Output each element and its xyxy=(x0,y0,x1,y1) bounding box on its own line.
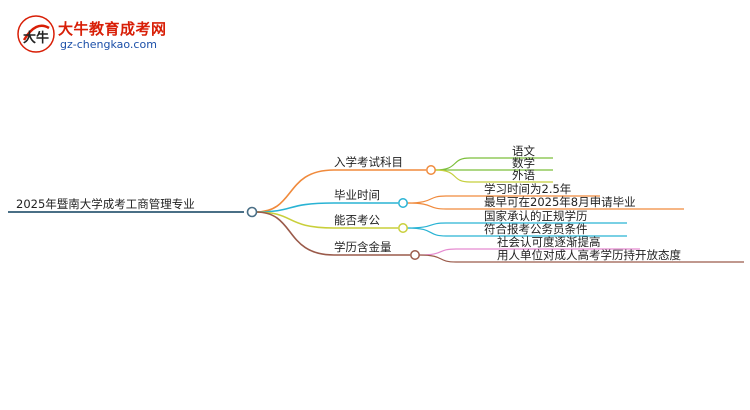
logo-name: 大牛教育成考网 xyxy=(58,20,167,38)
branch-label: 能否考公 xyxy=(334,213,380,227)
child-connector xyxy=(418,254,457,263)
branch-label: 毕业时间 xyxy=(334,188,380,202)
logo-mark-icon: 大牛 xyxy=(17,15,55,53)
root-label: 2025年暨南大学成考工商管理专业 xyxy=(16,197,195,211)
child-label: 社会认可度逐渐提高 xyxy=(497,235,601,249)
child-label: 用人单位对成人高考学历持开放态度 xyxy=(497,248,681,262)
branch-node xyxy=(426,165,436,175)
branch-connector xyxy=(255,169,335,213)
branch-connector xyxy=(255,202,335,213)
child-connector xyxy=(406,222,447,229)
child-connector xyxy=(434,157,471,171)
branch-node xyxy=(398,223,408,233)
site-logo[interactable]: 大牛 大牛教育成考网 gz-chengkao.com xyxy=(16,14,206,54)
child-connector xyxy=(406,202,447,210)
child-label: 外语 xyxy=(512,168,535,182)
child-label: 符合报考公务员条件 xyxy=(484,222,588,236)
child-label: 学习时间为2.5年 xyxy=(484,182,572,196)
root-node xyxy=(246,206,258,218)
child-connector xyxy=(434,169,471,183)
branch-label: 入学考试科目 xyxy=(334,155,403,169)
branch-label: 学历含金量 xyxy=(334,240,392,254)
child-label: 数学 xyxy=(512,156,535,170)
child-label: 最早可在2025年8月申请毕业 xyxy=(484,195,636,209)
branch-connector xyxy=(255,211,335,256)
child-label: 国家承认的正规学历 xyxy=(484,209,588,223)
branch-node xyxy=(410,250,420,260)
child-connector xyxy=(406,227,447,237)
child-connector xyxy=(406,195,447,204)
logo-mark-text: 大牛 xyxy=(23,30,49,46)
branch-connector xyxy=(255,211,335,229)
branch-node xyxy=(398,198,408,208)
logo-url: gz-chengkao.com xyxy=(60,38,157,51)
child-connector xyxy=(418,248,457,256)
child-label: 语文 xyxy=(512,144,535,158)
